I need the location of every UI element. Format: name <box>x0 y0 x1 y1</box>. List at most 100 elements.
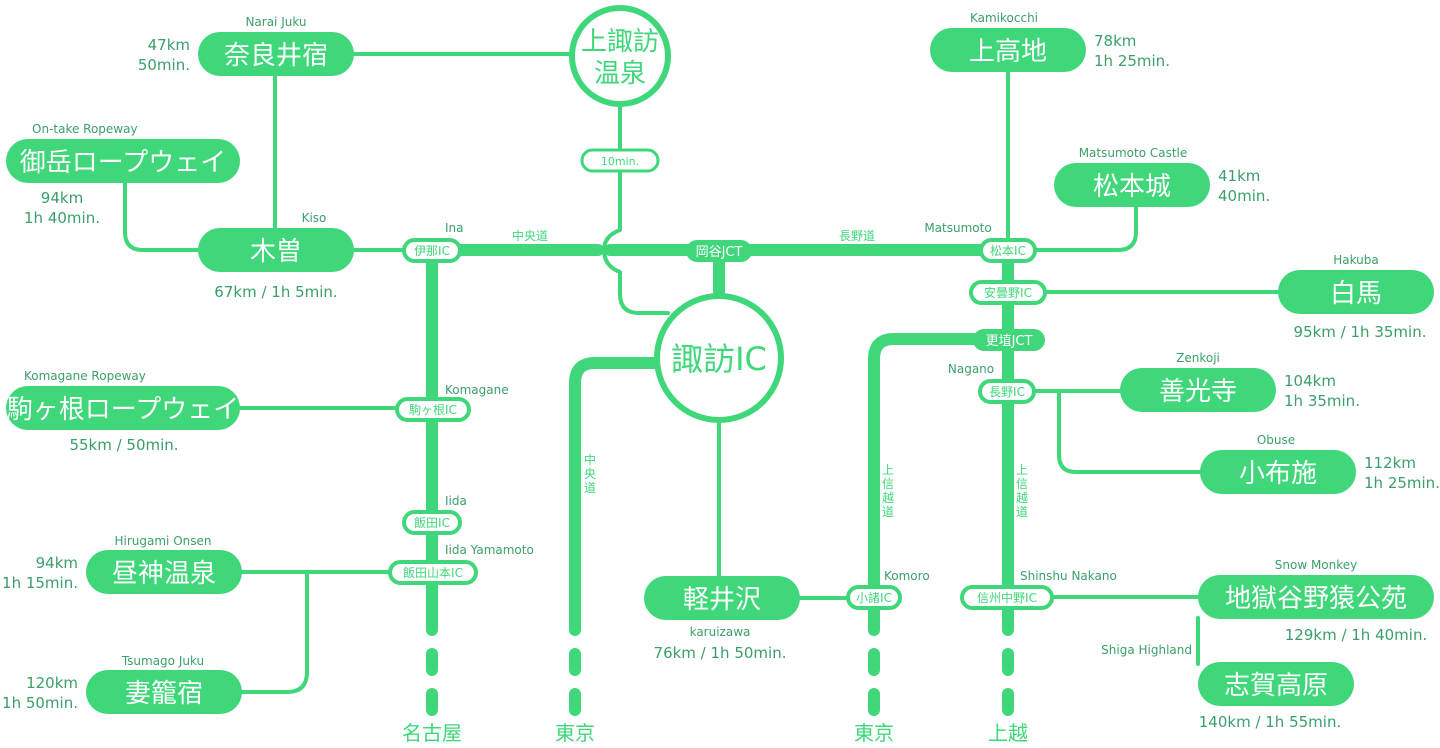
endpoint-tokyo-joshinetsu: 東京 <box>854 721 894 745</box>
dest-obuse-box <box>1200 450 1356 494</box>
dest-zenkoji-en: Zenkoji <box>1176 351 1220 365</box>
ic-matsumoto[interactable]: 松本IC Matsumoto <box>924 221 1037 263</box>
ic-ina[interactable]: 伊那IC Ina <box>402 221 464 263</box>
hub-suwa-ic[interactable]: 諏訪IC <box>654 293 784 423</box>
dest-jigokudani-box <box>1198 575 1434 619</box>
line-castle-matsumoto <box>1032 204 1138 252</box>
dest-zenkoji[interactable]: 善光寺 Zenkoji 104km 1h 35min. <box>1120 351 1360 412</box>
ic-komoro[interactable]: 小諸IC Komoro <box>846 569 930 610</box>
ic-nagano-box <box>978 379 1036 404</box>
ic-iida-en: Iida <box>445 494 467 508</box>
dest-ontake-dist: 94km <box>41 189 83 207</box>
dest-ontake[interactable]: 御岳ロープウェイ On-take Ropeway 94km 1h 40min. <box>6 122 240 227</box>
dest-obuse-en: Obuse <box>1257 433 1295 447</box>
dest-zenkoji-box <box>1120 368 1276 412</box>
endpoint-joetsu: 上越 <box>988 721 1028 745</box>
dest-jigokudani-ja: 地獄谷野猿公苑 <box>1225 584 1407 614</box>
dest-kiso[interactable]: 木曽 Kiso 67km / 1h 5min. <box>198 211 354 301</box>
dest-karuizawa-box <box>644 576 800 620</box>
road-label-chuo-vertical: 中央道 <box>584 452 596 495</box>
dest-narai-dist: 47km <box>148 36 190 54</box>
dest-tsumago-time: 1h 50min. <box>2 694 78 712</box>
dest-obuse[interactable]: 小布施 Obuse 112km 1h 25min. <box>1200 433 1440 494</box>
dest-shiga-info: 140km / 1h 55min. <box>1199 713 1341 731</box>
endpoint-nagoya: 名古屋 <box>402 721 462 745</box>
dest-shiga-box <box>1198 662 1354 706</box>
dest-kiso-en: Kiso <box>302 211 327 225</box>
dest-tsumago-ja: 妻籠宿 <box>125 679 203 709</box>
dest-hirugami-en: Hirugami Onsen <box>115 534 212 548</box>
dest-shiga-en: Shiga Highland <box>1101 643 1192 657</box>
endpoint-tokyo-chuo: 東京 <box>555 721 595 745</box>
dest-jigokudani[interactable]: 地獄谷野猿公苑 Snow Monkey 129km / 1h 40min. <box>1198 558 1434 644</box>
ic-iida-yamamoto[interactable]: 飯田山本IC Iida Yamamoto <box>388 543 534 585</box>
expressway-chuo-east <box>569 357 674 636</box>
dest-kamikochi-box <box>930 28 1086 72</box>
dest-narai-ja: 奈良井宿 <box>224 41 328 71</box>
dest-komagane-ropeway-en: Komagane Ropeway <box>24 369 146 383</box>
expressway-joshinetsu-east <box>868 333 1014 636</box>
jct-koshoku[interactable]: 更埴JCT <box>973 329 1045 351</box>
dest-narai-box <box>198 32 354 76</box>
ic-shinshu-nakano[interactable]: 信州中野IC Shinshu Nakano <box>960 569 1117 610</box>
dest-obuse-ja: 小布施 <box>1239 459 1317 489</box>
dest-hakuba-info: 95km / 1h 35min. <box>1294 323 1427 341</box>
dest-komagane-ropeway[interactable]: 駒ヶ根ロープウェイ Komagane Ropeway 55km / 50min. <box>6 369 240 454</box>
dest-obuse-time: 1h 25min. <box>1364 474 1440 492</box>
jct-koshoku-box <box>973 329 1045 351</box>
dest-komagane-ropeway-ja: 駒ヶ根ロープウェイ <box>7 395 239 425</box>
dest-narai-en: Narai Juku <box>245 15 306 29</box>
jct-okaya[interactable]: 岡谷JCT <box>686 240 752 262</box>
ic-ina-label: 伊那IC <box>414 244 450 258</box>
dest-zenkoji-dist: 104km <box>1284 372 1336 390</box>
travel-time-label: 10min. <box>601 155 639 168</box>
dest-tsumago[interactable]: 妻籠宿 Tsumago Juku 120km 1h 50min. <box>2 654 242 714</box>
ic-komoro-label: 小諸IC <box>856 590 892 605</box>
dest-matsumoto-castle-time: 40min. <box>1218 187 1270 205</box>
ic-iida-box <box>402 510 462 535</box>
jct-koshoku-label: 更埴JCT <box>986 334 1033 349</box>
ic-matsumoto-en: Matsumoto <box>924 221 991 235</box>
dest-matsumoto-castle[interactable]: 松本城 Matsumoto Castle 41km 40min. <box>1054 146 1270 207</box>
dest-matsumoto-castle-en: Matsumoto Castle <box>1079 146 1188 160</box>
hub-kamisuwa[interactable]: 上諏訪 温泉 <box>569 5 671 107</box>
dest-ontake-time: 1h 40min. <box>24 209 100 227</box>
road-label-joshinetsu-right: 上信越道 <box>1016 463 1028 519</box>
ic-iida-yamamoto-label: 飯田山本IC <box>403 565 463 580</box>
dest-karuizawa-info: 76km / 1h 50min. <box>654 644 787 662</box>
dest-narai[interactable]: 奈良井宿 Narai Juku 47km 50min. <box>138 15 354 76</box>
ic-iida[interactable]: 飯田IC Iida <box>402 494 467 535</box>
dest-hakuba-box <box>1278 270 1434 314</box>
dest-narai-time: 50min. <box>138 56 190 74</box>
line-ontake-kiso <box>123 178 202 252</box>
hub-suwa-ic-label: 諏訪IC <box>671 340 767 378</box>
dest-matsumoto-castle-dist: 41km <box>1218 167 1260 185</box>
dest-hakuba[interactable]: 白馬 Hakuba 95km / 1h 35min. <box>1278 253 1434 341</box>
dest-ontake-en: On-take Ropeway <box>32 122 138 136</box>
dest-kamikochi[interactable]: 上高地 Kamikocchi 78km 1h 25min. <box>930 11 1170 72</box>
dest-komagane-ropeway-box <box>6 386 240 430</box>
ic-nagano[interactable]: 長野IC Nagano <box>948 362 1036 404</box>
dest-shiga[interactable]: 志賀高原 Shiga Highland 140km / 1h 55min. <box>1101 643 1354 731</box>
dest-jigokudani-en: Snow Monkey <box>1275 558 1358 572</box>
dest-hirugami-dist: 94km <box>36 554 78 572</box>
dest-kamikochi-time: 1h 25min. <box>1094 52 1170 70</box>
dest-kamikochi-ja: 上高地 <box>969 37 1047 67</box>
ic-azumino[interactable]: 安曇野IC <box>969 280 1047 305</box>
dest-hirugami[interactable]: 昼神温泉 Hirugami Onsen 94km 1h 15min. <box>2 534 242 594</box>
dest-karuizawa[interactable]: 軽井沢 karuizawa 76km / 1h 50min. <box>644 576 800 662</box>
ic-nagano-en: Nagano <box>948 362 994 376</box>
ic-iida-yamamoto-en: Iida Yamamoto <box>445 543 534 557</box>
dest-kiso-info: 67km / 1h 5min. <box>214 283 337 301</box>
ic-komagane-label: 駒ヶ根IC <box>409 403 457 417</box>
ic-komagane[interactable]: 駒ヶ根IC Komagane <box>395 383 509 422</box>
road-label-joshinetsu-left: 上信越道 <box>882 463 894 519</box>
line-tsumago-iida <box>238 570 309 694</box>
dest-matsumoto-castle-ja: 松本城 <box>1093 172 1171 202</box>
ic-matsumoto-box <box>979 238 1037 263</box>
ic-komoro-en: Komoro <box>884 569 930 583</box>
ic-shinshu-nakano-box <box>960 585 1054 610</box>
ic-komagane-en: Komagane <box>445 383 509 397</box>
ic-komagane-box <box>395 397 471 422</box>
dest-matsumoto-castle-box <box>1054 163 1210 207</box>
